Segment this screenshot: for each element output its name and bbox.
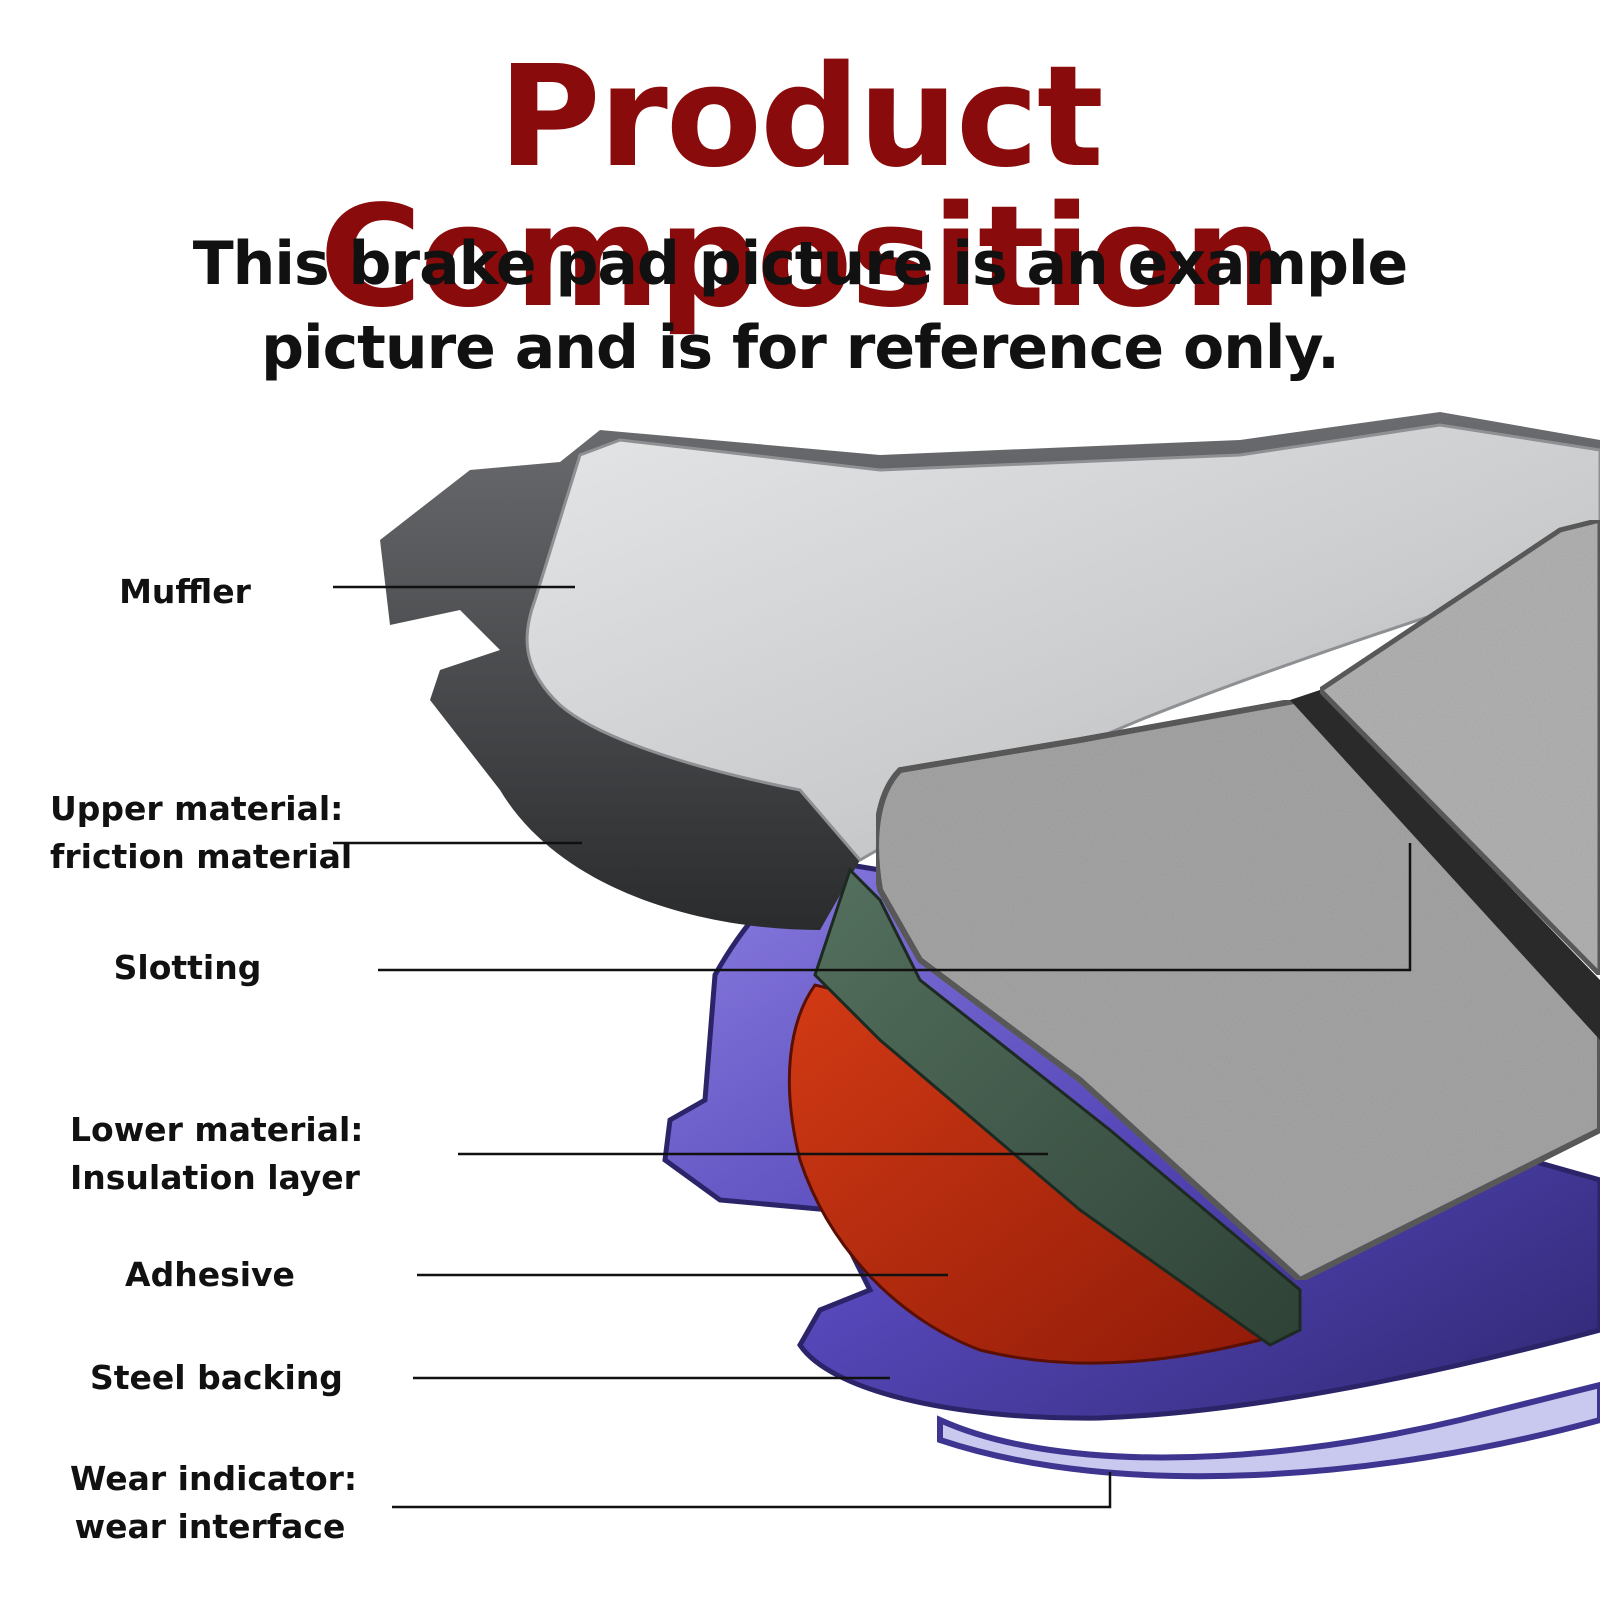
- page-title: Product Composition: [319, 36, 1282, 339]
- wear-indicator-leader-line: [392, 1472, 1112, 1509]
- label-wear-indicator-line1: Wear indicator:: [70, 1459, 358, 1498]
- label-muffler: Muffler: [119, 572, 251, 611]
- label-adhesive: Adhesive: [125, 1255, 295, 1294]
- label-lower-material: Lower material: Insulation layer: [70, 1106, 364, 1202]
- page-subtitle: This brake pad picture is an example pic…: [192, 229, 1409, 383]
- label-steel-backing: Steel backing: [90, 1358, 343, 1397]
- insulation-layer-shape: [813, 867, 1302, 1347]
- slotting-leader-line: [378, 843, 1412, 972]
- label-lower-material-line2: Insulation layer: [70, 1158, 360, 1197]
- label-lower-material-line1: Lower material:: [70, 1110, 364, 1149]
- label-upper-material-line1: Upper material:: [50, 789, 344, 828]
- friction-material-right-shape: [1316, 517, 1600, 979]
- label-upper-material: Upper material: friction material: [50, 785, 352, 881]
- label-upper-material-line2: friction material: [50, 837, 353, 876]
- label-wear-indicator: Wear indicator: wear interface: [70, 1455, 358, 1551]
- label-wear-indicator-line2: wear interface: [74, 1507, 346, 1546]
- slotting-groove-shape: [1290, 690, 1600, 1040]
- label-slotting: Slotting: [113, 948, 262, 987]
